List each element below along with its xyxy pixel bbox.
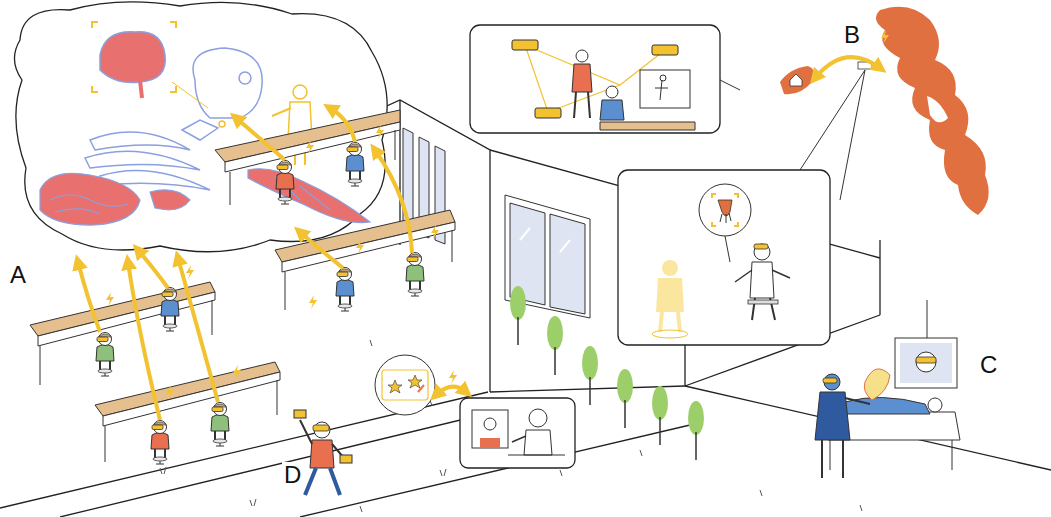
- region-letter: B: [842, 22, 862, 48]
- trees: [510, 286, 704, 460]
- region-letter: D: [282, 462, 303, 488]
- desks: [30, 110, 455, 462]
- signal-bolts: [106, 125, 439, 399]
- telemedicine-inset: [618, 170, 830, 345]
- organs: [40, 169, 370, 225]
- doctor: [735, 244, 790, 320]
- operating-room: [815, 300, 960, 478]
- motion-capture-inset: [470, 25, 740, 133]
- grass: [160, 340, 862, 512]
- region-letter: C: [978, 352, 999, 378]
- region-letter: A: [8, 262, 28, 288]
- students: [96, 143, 424, 465]
- child-therapy: [294, 355, 575, 495]
- building-outline: [0, 100, 1051, 517]
- remote-patient: [652, 260, 688, 338]
- thought-arrows: [78, 108, 412, 420]
